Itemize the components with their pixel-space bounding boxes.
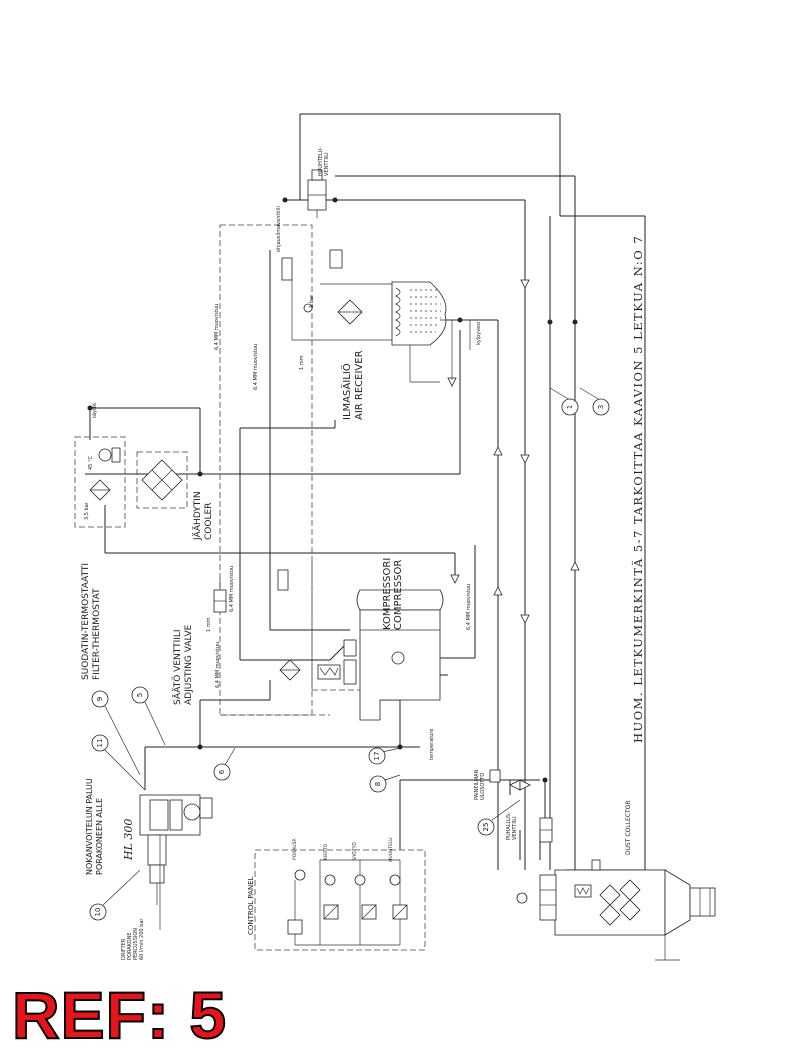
percussion-gauge-label: PORAUSP. xyxy=(292,838,298,860)
cooler-label: JÄÄHDYTIN COOLER xyxy=(192,488,214,541)
hose-marking-note: HUOM. LETKUMERKINTÄ 5-7 TARKOITTAA KAAVI… xyxy=(631,235,645,743)
compressor-group: KOMPRESSORI COMPRESSOR 6,4 MM muovistuu … xyxy=(277,555,472,760)
hose-marker-5 xyxy=(131,686,149,704)
blow-valve-label: PUHALLUS- VENTTIILI xyxy=(506,811,518,840)
hose-marker-25-text: 25 xyxy=(482,823,490,832)
mm-label-f: 6,4 MM muovistuu xyxy=(215,642,221,688)
hose-markers: 1 3 5 6 8 9 10 11 17 25 xyxy=(89,387,610,921)
hose-marker-10-text: 10 xyxy=(94,908,102,917)
compressor-label: KOMPRESSORI COMPRESSOR xyxy=(382,555,404,630)
rotation-gauge-label: KIERTO xyxy=(323,843,329,860)
air-receiver-group: ILMASÄILIÖAIR RECEIVER ohjausilmaventtii… xyxy=(214,206,482,716)
hose-marker-25 xyxy=(477,818,495,836)
flow-arrows xyxy=(447,279,580,624)
mm-label-g: 6,4 MM muovistuu xyxy=(466,584,472,630)
one-bar-label: 1 bar xyxy=(309,294,315,308)
hose-marker-11 xyxy=(91,734,109,752)
bath-water-label: kylpyvesi xyxy=(476,322,482,345)
hose-marker-6-text: 6 xyxy=(218,769,226,774)
receiver-fill-pattern xyxy=(410,289,441,333)
hose-marker-9-text: 9 xyxy=(96,697,104,701)
fill-label: täyttö xyxy=(92,403,98,418)
hose-marker-3 xyxy=(592,398,610,416)
hose-marker-8 xyxy=(369,775,387,793)
control-panel-label: CONTROL PANEL xyxy=(247,876,255,935)
adjusting-valve-label: SÄÄTÖ VENTTIILI ADJUSTING VALVE xyxy=(172,624,194,705)
hose-marker-1-text: 1 xyxy=(566,405,574,409)
feed-gauge-label: SYÖTTÖ xyxy=(351,842,358,860)
dust-collector-label: DUST COLLECTOR xyxy=(625,800,632,855)
bar-35-label: 3,5 bar xyxy=(84,501,90,520)
cooler-group: JÄÄHDYTIN COOLER xyxy=(136,451,214,541)
dust-collector-group: DUST COLLECTOR PUHALLUS- VENTTIILI PAINE… xyxy=(474,768,716,961)
mm-label-d: 1 mm xyxy=(206,617,212,632)
reference-number: REF: 5 xyxy=(11,978,228,1052)
mm-label-c: 1 mm xyxy=(299,355,305,370)
control-panel-group: CONTROL PANEL PORAUSP. KIERTO SYÖTTÖ HUU… xyxy=(247,837,426,951)
drill-model-label: HL 300 xyxy=(122,819,135,861)
hose-marker-6 xyxy=(213,763,231,781)
temperature-label: temperature xyxy=(429,729,435,760)
hose-marker-10 xyxy=(89,903,107,921)
drifter-spec-label: DRIFTER PORAKONE PERCUSSION 60 l/min 200… xyxy=(121,918,145,960)
flush-valve-label-line2: VENTTIILI xyxy=(324,152,330,176)
hose-marker-3-text: 3 xyxy=(597,405,605,409)
mm-label-e: 6,4 MM muovistuu xyxy=(229,566,235,612)
flush-gauge-label: HUUHTELU xyxy=(388,837,394,862)
hose-marker-8-text: 8 xyxy=(374,782,382,786)
hose-marker-17-text: 17 xyxy=(373,752,381,761)
top-flush-valve: HUUHTELU- VENTTIILI xyxy=(307,147,330,218)
control-air-valve-label: ohjausilmaventtiili xyxy=(276,206,282,252)
drill-note-label: NOKANVOITELUN PALUU PORAKONEEN ALLE xyxy=(85,776,104,875)
hose-marker-17 xyxy=(368,747,386,765)
temp-45-label: 45 °C xyxy=(88,456,94,470)
hose-marker-11-text: 11 xyxy=(96,739,104,748)
flush-valve-label-line1: HUUHTELU- xyxy=(318,147,324,176)
air-receiver-label-fi: ILMASÄILIÖAIR RECEIVER xyxy=(340,350,365,420)
filter-thermostat-label: SUODATIN-TERMOSTAATTI FILTER-THERMOSTAT xyxy=(81,560,102,680)
hose-marker-9 xyxy=(91,690,109,708)
hose-marker-5-text: 5 xyxy=(136,693,144,697)
adjusting-valve-group: 1 mm 6,4 MM muovistuu SÄÄTÖ VENTTIILI AD… xyxy=(172,566,235,705)
air-outlet-label: PAINEILMAN ULOSOTTO xyxy=(474,768,486,800)
drill-group: HL 300 NOKANVOITELUN PALUU PORAKONEEN AL… xyxy=(85,776,213,960)
filter-thermostat-group: 3,5 bar 45 °C täyttö SUODATIN-TERMOSTAAT… xyxy=(74,403,126,680)
hose-marker-1 xyxy=(561,398,579,416)
mm-label-b: 6,4 MM muovistuu xyxy=(253,344,259,390)
mm-label-a: 6,4 MM muovistuu xyxy=(214,304,220,350)
